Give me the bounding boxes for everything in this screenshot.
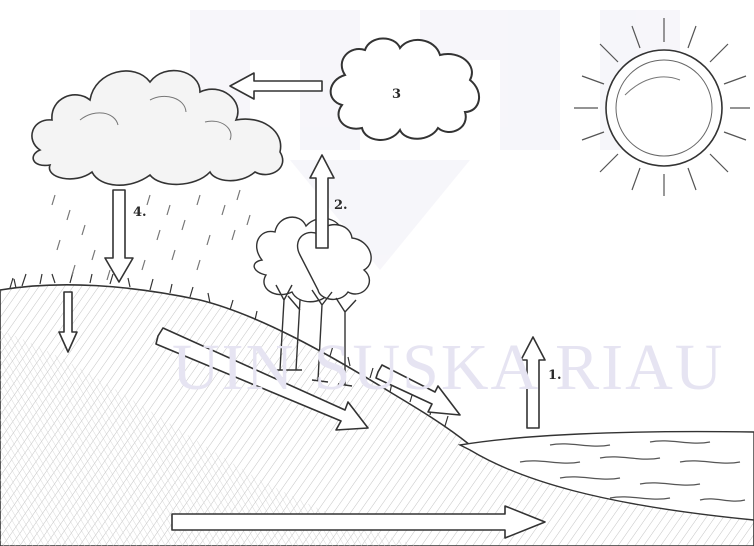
hillside [0, 285, 754, 546]
label-step-4: 4. [133, 205, 147, 220]
arrow-down-precipitation [105, 190, 133, 282]
rain [52, 190, 250, 280]
label-step-2: 2. [334, 198, 348, 213]
watermark-text: UIN SUSKA RIAU [172, 330, 724, 406]
label-step-1: 1. [548, 368, 562, 383]
label-step-3: 3 [392, 87, 401, 102]
